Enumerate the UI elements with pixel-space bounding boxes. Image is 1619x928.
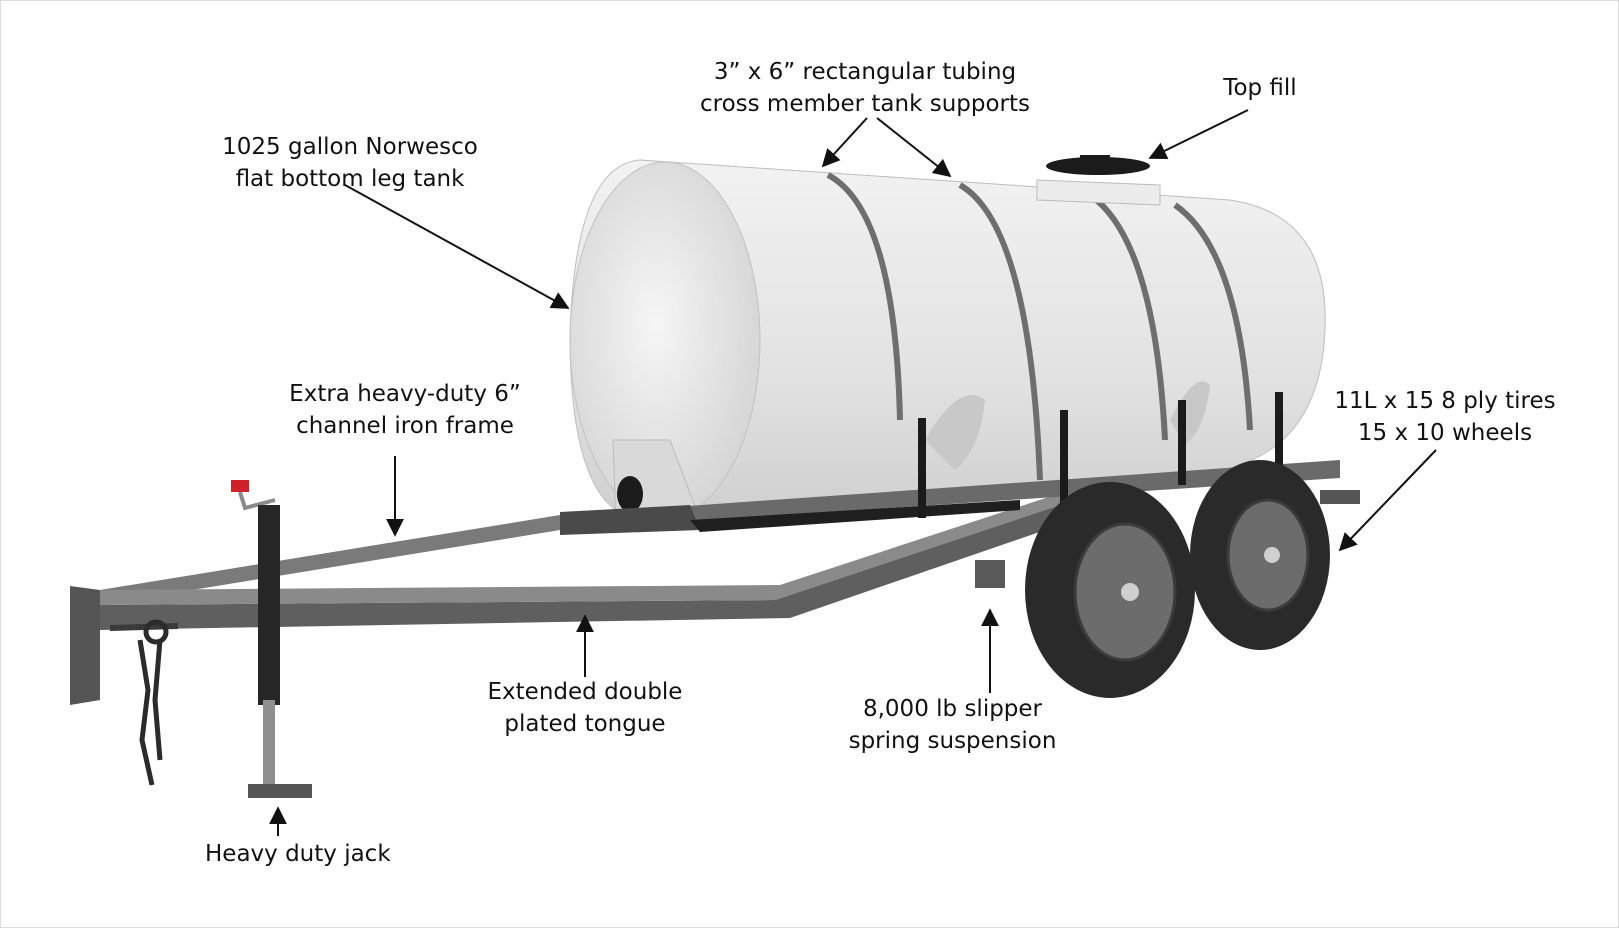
frame-rail-front: [100, 515, 560, 605]
leader-tubing-right: [876, 117, 952, 178]
cross-member: [690, 500, 1020, 532]
leader-tubing-left: [821, 117, 868, 168]
jack-handle-red: [231, 480, 249, 492]
jack-crank: [238, 491, 276, 511]
post-2: [1060, 410, 1068, 505]
spring-hanger: [975, 560, 1005, 588]
tank-rib-2: [958, 182, 1043, 481]
frame-deck: [560, 505, 700, 535]
wheel-front: [1025, 482, 1195, 698]
tank-scallop-1: [925, 395, 985, 470]
leader-top-fill: [1148, 109, 1249, 159]
jack-lower-tube: [263, 700, 275, 788]
leader-tires: [1338, 449, 1437, 552]
safety-chain: [109, 619, 179, 786]
label-tongue: Extended double plated tongue: [487, 679, 683, 737]
label-frame: Extra heavy-duty 6” channel iron frame: [289, 381, 521, 439]
top-fill-cap: [1080, 155, 1110, 165]
jack-foot: [248, 784, 312, 798]
top-fill-dome: [1036, 179, 1161, 206]
label-tubing: 3” x 6” rectangular tubing cross member …: [699, 59, 1031, 117]
tank-rib-4: [1173, 202, 1253, 431]
jack: [231, 480, 312, 798]
tongue-lower: [100, 505, 1060, 630]
wheels: [1025, 460, 1330, 698]
post-4: [1275, 392, 1283, 472]
trailer-frame: [70, 392, 1360, 705]
label-tires: 11L x 15 8 ply tires 15 x 10 wheels: [1334, 388, 1556, 446]
post-3: [1178, 400, 1186, 485]
tank-rib-3: [1088, 192, 1168, 441]
rear-bumper: [1320, 490, 1360, 504]
jack-body: [258, 505, 280, 705]
top-fill-lid: [1046, 157, 1150, 175]
wheel-rear: [1190, 460, 1330, 650]
tongue-top: [100, 490, 1070, 605]
label-suspension: 8,000 lb slipper spring suspension: [848, 696, 1057, 754]
tank-rib-1: [826, 172, 903, 421]
tank: [569, 155, 1326, 523]
frame-side-rear: [560, 460, 1340, 530]
coupler-plate: [70, 586, 100, 705]
leader-tank: [344, 184, 570, 309]
leader-lines: [269, 109, 1437, 836]
drain-port: [617, 476, 643, 512]
label-top-fill: Top fill: [1223, 75, 1297, 101]
label-tank: 1025 gallon Norwesco flat bottom leg tan…: [222, 134, 478, 192]
post-1: [918, 418, 926, 518]
label-jack: Heavy duty jack: [205, 841, 391, 867]
